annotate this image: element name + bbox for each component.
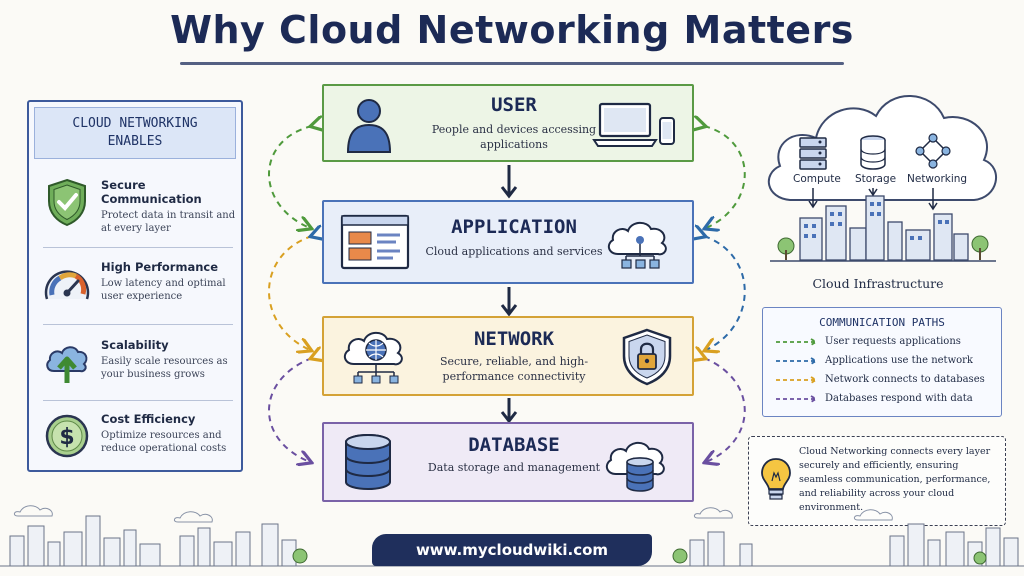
database-icon [338, 432, 398, 498]
cloud-upload-icon [41, 336, 93, 388]
benefit-title: Secure Communication [101, 178, 202, 206]
layer-network: NETWORK Secure, reliable, and high-perfo… [322, 316, 694, 396]
legend-label: Databases respond with data [825, 393, 973, 404]
benefit-scalability: Scalability Easily scale resources as yo… [35, 330, 239, 402]
benefit-high-performance: High Performance Low latency and optimal… [35, 252, 239, 324]
page-title: Why Cloud Networking Matters [170, 8, 854, 52]
svg-text:$: $ [59, 425, 74, 450]
divider [43, 324, 233, 325]
layer-title: DATABASE [468, 434, 560, 456]
benefit-title: High Performance [101, 260, 219, 274]
dashed-arrow-blue [776, 356, 818, 365]
service-label-networking: Networking [907, 173, 968, 185]
arrow-down [500, 398, 518, 424]
benefit-desc: Optimize resources and reduce operationa… [101, 430, 227, 454]
divider [43, 400, 233, 401]
server-icon [799, 137, 827, 170]
benefit-desc: Protect data in transit and at every lay… [101, 210, 236, 234]
app-window-icon [338, 210, 414, 278]
layer-title: APPLICATION [451, 216, 577, 238]
benefits-heading: CLOUD NETWORKING ENABLES [34, 107, 236, 159]
layer-title: NETWORK [473, 328, 555, 350]
benefits-panel: CLOUD NETWORKING ENABLES Secure Communic… [27, 100, 243, 472]
lightbulb-icon [761, 458, 791, 500]
dashed-arrow-green [776, 337, 818, 346]
legend-heading: COMMUNICATION PATHS [819, 316, 945, 329]
legend-item: User requests applications [775, 336, 961, 347]
shield-check-icon [41, 176, 93, 228]
skyline-decoration [0, 505, 1024, 567]
layer-desc: Secure, reliable, and high-performance c… [439, 355, 589, 383]
layer-desc: Cloud applications and services [425, 245, 603, 258]
networking-icon [915, 133, 951, 169]
layer-desc: People and devices accessing application… [431, 123, 597, 151]
divider [43, 247, 233, 248]
layer-title: USER [491, 94, 537, 116]
legend-item: Network connects to databases [775, 374, 985, 385]
dashed-arrow-purple [776, 394, 818, 403]
benefit-desc: Easily scale resources as your business … [101, 356, 228, 380]
footer-url[interactable]: www.mycloudwiki.com [372, 534, 652, 566]
speedometer-icon [41, 258, 93, 310]
legend-label: Network connects to databases [825, 374, 985, 385]
layer-application: APPLICATION Cloud applications and servi… [322, 200, 694, 284]
benefit-title: Cost Efficiency [101, 412, 196, 426]
storage-icon [860, 135, 886, 170]
title-underline [180, 62, 844, 65]
dashed-arrow-yellow [776, 375, 818, 384]
user-icon [338, 94, 400, 158]
benefit-title: Scalability [101, 338, 169, 352]
benefit-desc: Low latency and optimal user experience [101, 278, 226, 302]
legend-label: User requests applications [825, 336, 961, 347]
legend-item: Applications use the network [775, 355, 973, 366]
communication-paths-legend: COMMUNICATION PATHS User requests applic… [762, 307, 1002, 417]
shield-lock-icon [614, 326, 680, 392]
legend-label: Applications use the network [825, 355, 973, 366]
benefit-cost-efficiency: $ Cost Efficiency Optimize resources and… [35, 404, 239, 476]
laptop-phone-icon [590, 94, 680, 158]
service-label-compute: Compute [793, 173, 841, 185]
arrow-down [500, 165, 518, 199]
cloud-infrastructure-illustration [767, 95, 997, 262]
cloud-network-icon [600, 210, 680, 278]
legend-item: Databases respond with data [775, 393, 973, 404]
infrastructure-label: Cloud Infrastructure [812, 276, 944, 291]
layer-desc: Data storage and management [427, 461, 601, 474]
layer-database: DATABASE Data storage and management [322, 422, 694, 502]
benefit-secure-communication: Secure Communication Protect data in tra… [35, 170, 239, 242]
network-globe-icon [338, 326, 414, 392]
cloud-database-icon [600, 432, 680, 498]
service-label-storage: Storage [855, 173, 897, 185]
note-text: Cloud Networking connects every layer se… [799, 446, 991, 513]
dollar-coin-icon: $ [41, 410, 93, 462]
arrow-down [500, 287, 518, 317]
layer-user: USER People and devices accessing applic… [322, 84, 694, 162]
